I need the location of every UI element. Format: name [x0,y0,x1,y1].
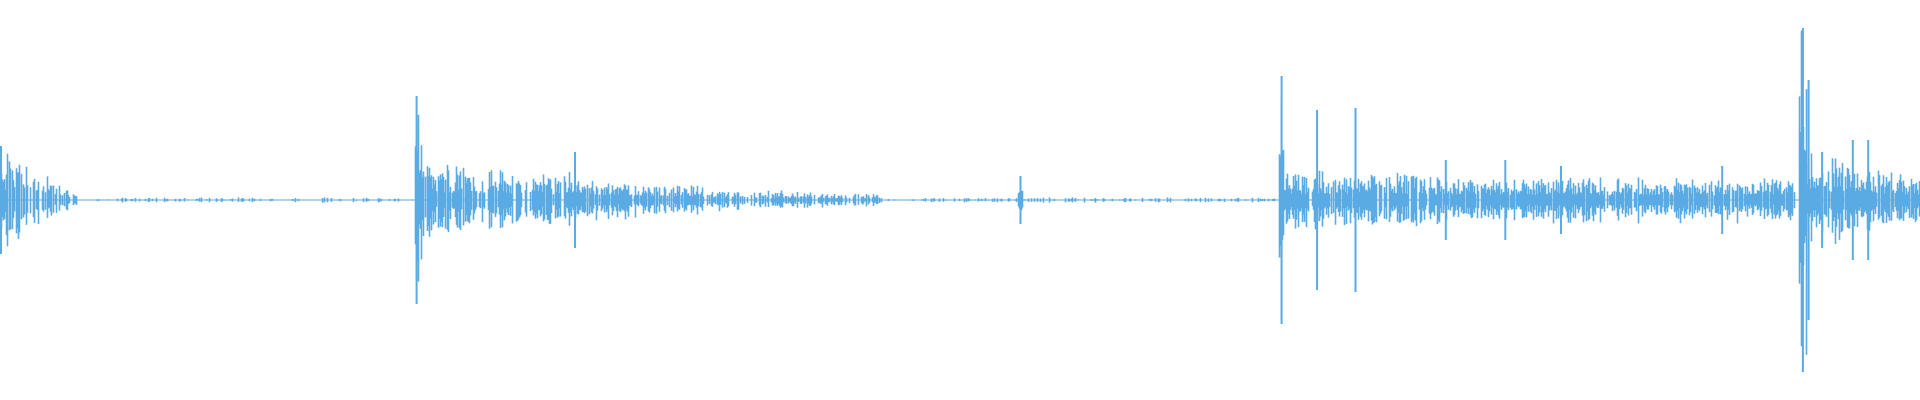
waveform-body [0,30,1920,355]
waveform-peaks [0,28,1870,372]
